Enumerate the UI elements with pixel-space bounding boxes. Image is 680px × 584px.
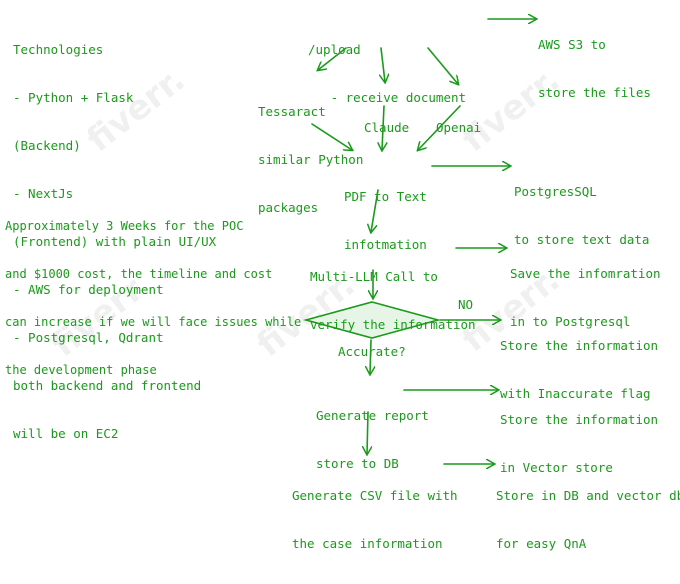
accurate-diamond (302, 301, 442, 339)
node-line: Store in DB and vector db (496, 488, 680, 503)
node-claude: Claude (364, 88, 409, 168)
node-generate-report: Generate report store to DB (316, 376, 429, 504)
note-line: - NextJs (13, 186, 74, 201)
note-line: - Python + Flask (13, 90, 134, 105)
node-line: - receive document (308, 90, 467, 105)
node-tesseract: Tessaract similar Python packages (258, 72, 363, 248)
note-line: (Frontend) with plain UI/UX (13, 234, 217, 249)
arrow-accurate-report (370, 339, 371, 374)
arrow-openai-pdf (418, 105, 461, 150)
node-line: in to Postgresql (510, 314, 631, 329)
output-inaccurate: Store the information with Inaccurate fl… (500, 306, 658, 434)
node-line: store to DB (316, 456, 399, 471)
output-postgres-text: PostgresSQL to store text data (514, 152, 649, 280)
note-line: (Backend) (13, 138, 81, 153)
note-line: and $1000 cost, the timeline and cost (5, 267, 273, 281)
node-line: packages (258, 200, 319, 215)
node-line: verify the information (310, 317, 476, 332)
arrow-pdf-multillm (371, 189, 379, 232)
node-line: Multi-LLM Call to (310, 269, 438, 284)
flow-arrows (302, 0, 680, 492)
node-line: Store the information (500, 412, 659, 427)
node-line: Generate CSV file with (292, 488, 458, 503)
node-openai: Openai (436, 88, 481, 168)
technologies-notes: Technologies - Python + Flask (Backend) … (13, 10, 216, 474)
arrow-upload-tesseract (318, 47, 347, 70)
output-db-vector: Store in DB and vector db for easy QnA (496, 456, 680, 584)
note-line: the development phase (5, 363, 157, 377)
node-pdf-to-text: PDF to Text infotmation (344, 157, 427, 285)
arrow-upload-openai (427, 47, 458, 84)
node-line: Generate report (316, 408, 429, 423)
node-line: PostgresSQL (514, 184, 597, 199)
note-line: - Postgresql, Qdrant (13, 330, 164, 345)
output-vector-store: Store the information in Vector store (500, 380, 658, 508)
note-line: both backend and frontend (13, 378, 202, 393)
node-line: similar Python (258, 152, 364, 167)
node-line: with Inaccurate flag (500, 386, 651, 401)
node-line: Accurate? (338, 344, 406, 359)
note-line: - AWS for deployment (13, 282, 164, 297)
node-line: in Vector store (500, 460, 613, 475)
node-accurate: Accurate? (338, 312, 406, 392)
arrow-tesseract-pdf (311, 123, 352, 150)
node-line: /upload (308, 42, 361, 57)
node-line: the case information (292, 536, 443, 551)
node-line: Tessaract (258, 104, 326, 119)
node-line: Store the information (500, 338, 659, 353)
label-no: NO (458, 297, 474, 312)
output-save-info: Save the infomration in to Postgresql (510, 234, 661, 362)
node-line: AWS S3 to (538, 37, 606, 52)
note-line: will be on EC2 (13, 426, 119, 441)
node-line: for easy QnA (496, 536, 587, 551)
node-line: PDF to Text (344, 189, 427, 204)
node-line: infotmation (344, 237, 427, 252)
diagram-page: fiverr. fiverr. fiverr. fiverr. fiverr. (5, 0, 680, 551)
arrow-upload-claude (381, 47, 385, 82)
note-line: Approximately 3 Weeks for the POC (5, 219, 244, 233)
output-aws-s3: AWS S3 to store the files (538, 5, 651, 133)
node-line: store the files (538, 85, 651, 100)
node-line: to store text data (514, 232, 650, 247)
estimate-notes: Approximately 3 Weeks for the POC and $1… (5, 186, 301, 410)
node-line: Claude (364, 120, 410, 135)
arrow-report-csv (367, 411, 368, 454)
node-upload: /upload - receive document (308, 10, 466, 138)
node-line: Save the infomration (510, 266, 661, 281)
node-line: Openai (436, 120, 482, 135)
note-line: can increase if we will face issues whil… (5, 315, 302, 329)
node-generate-csv: Generate CSV file with the case informat… (292, 456, 458, 584)
note-line: Technologies (13, 42, 104, 57)
arrow-claude-pdf (382, 105, 384, 150)
node-multi-llm: Multi-LLM Call to verify the information (310, 237, 476, 365)
